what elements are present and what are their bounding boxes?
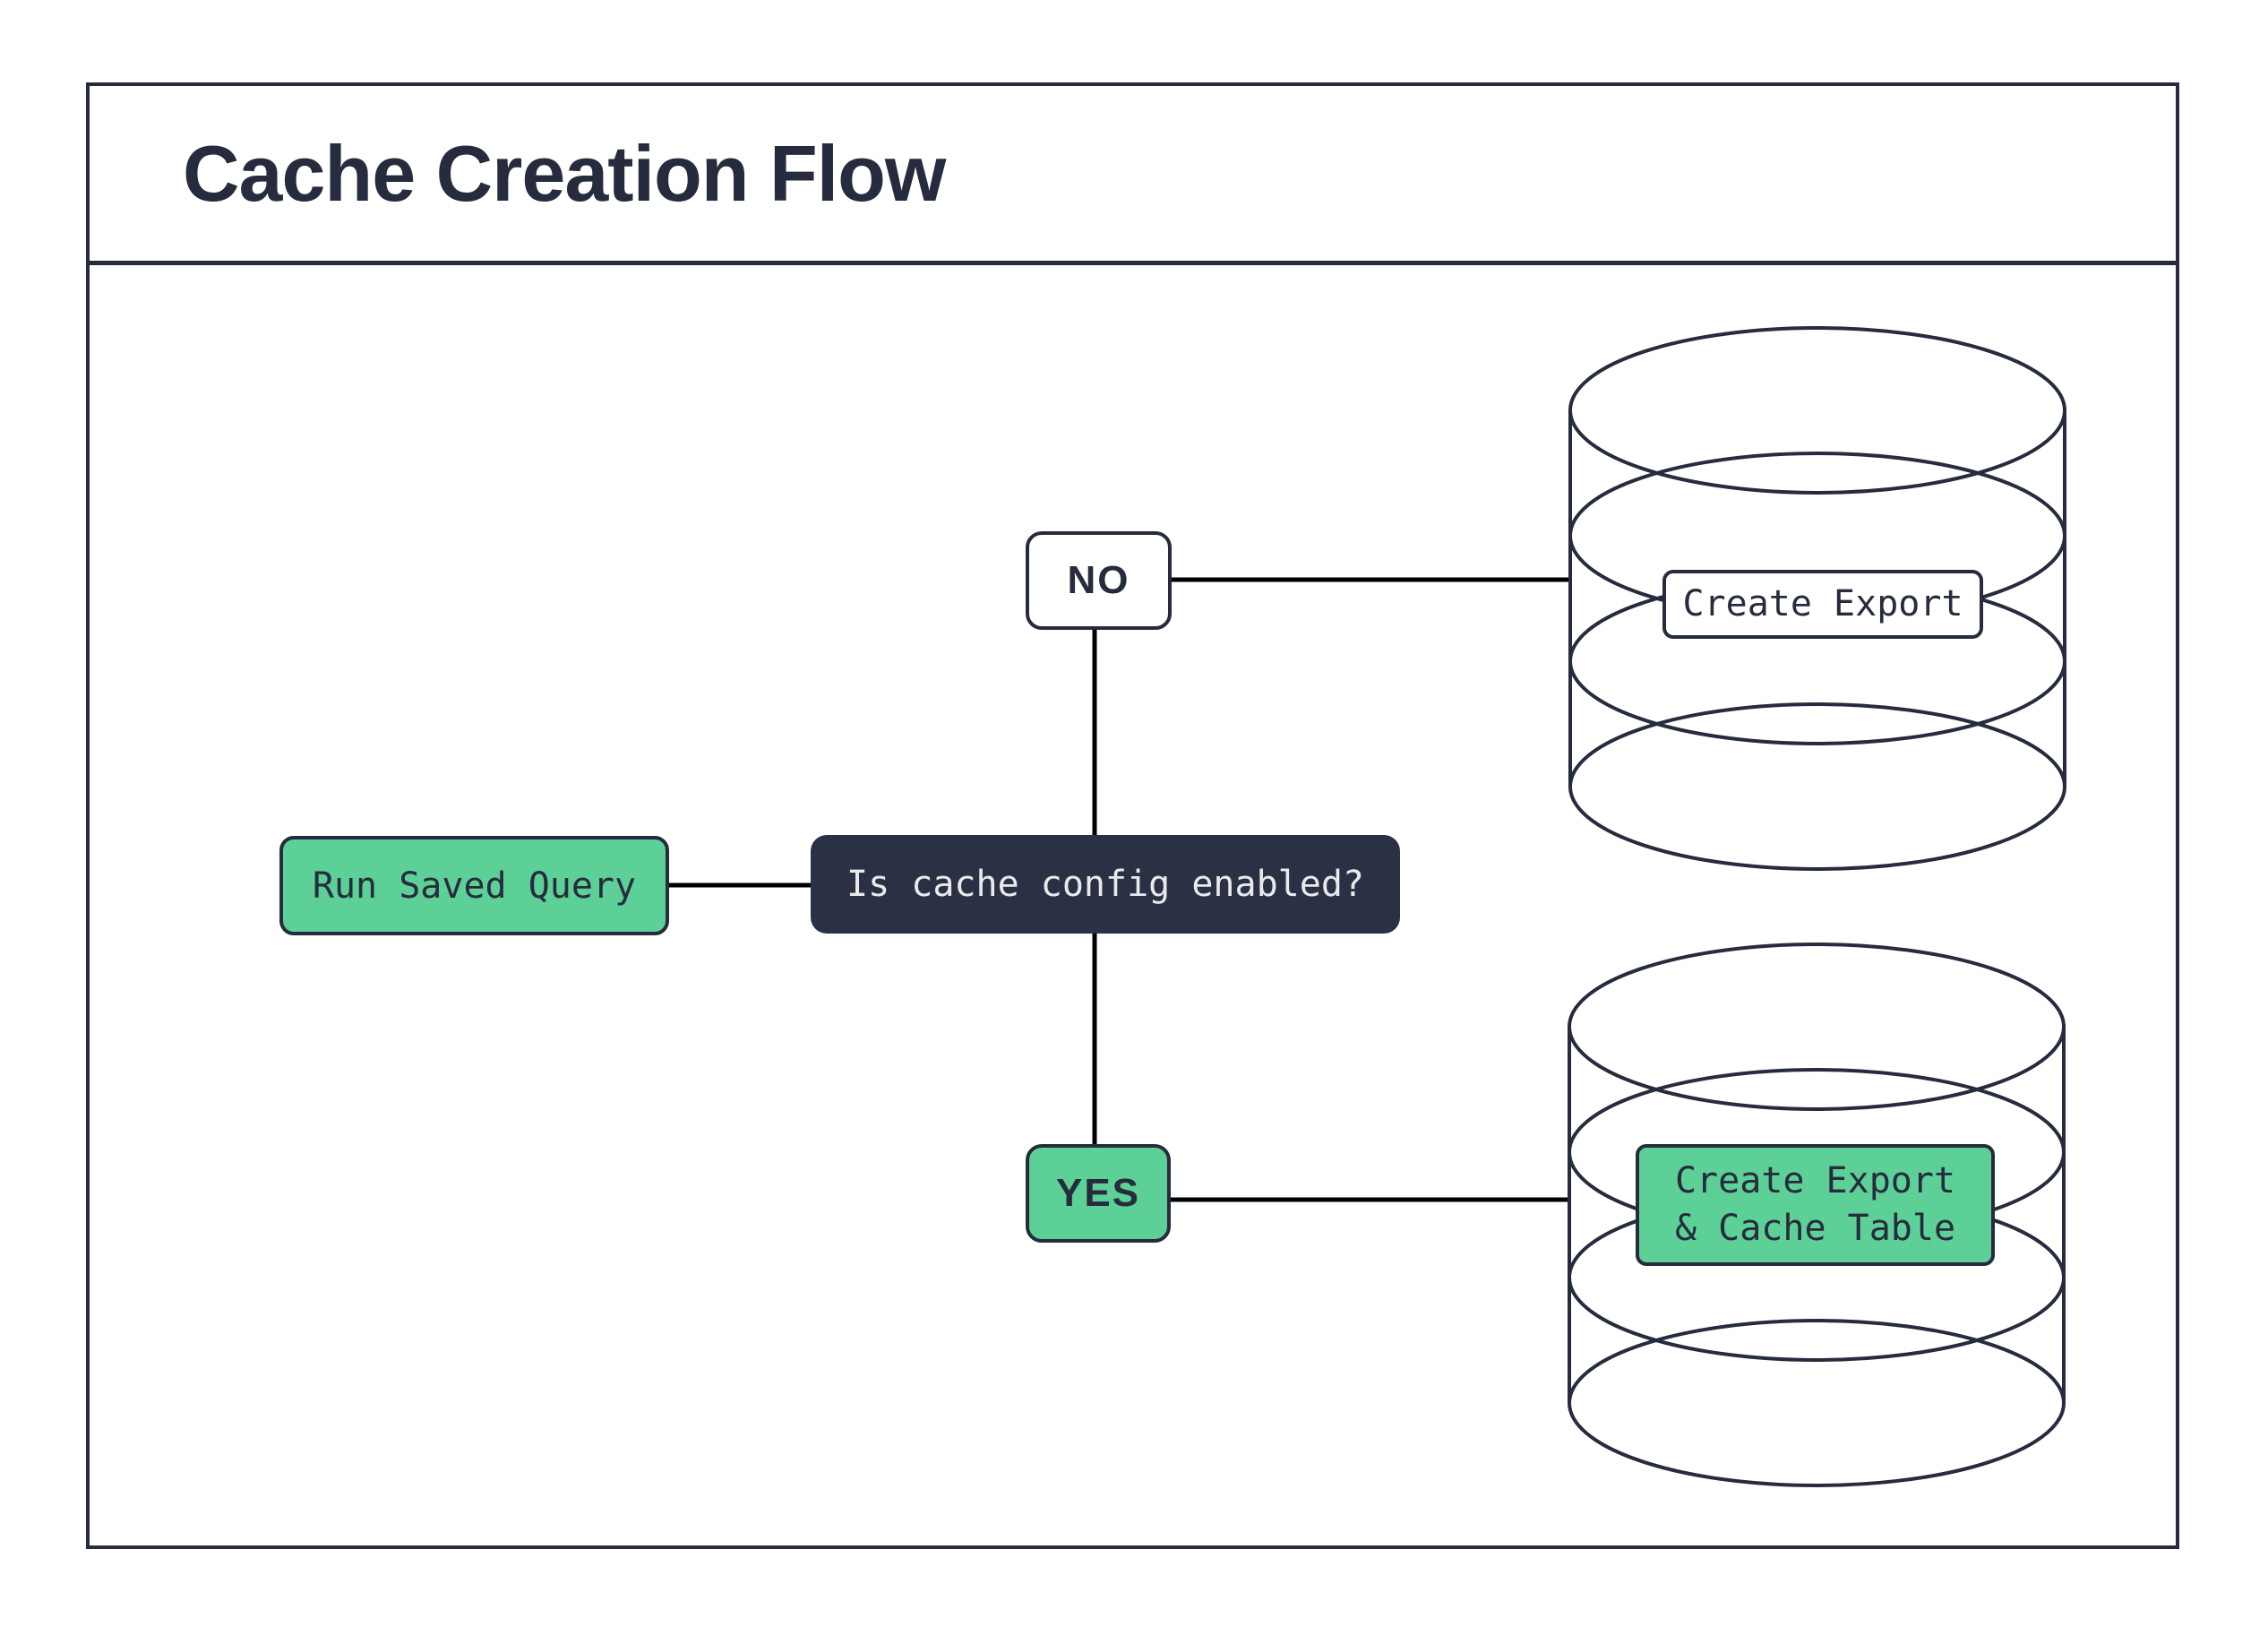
create-export-label-node: Create Export bbox=[1662, 570, 1983, 639]
cache-config-decision-label: Is cache config enabled? bbox=[846, 864, 1364, 905]
page-title: Cache Creation Flow bbox=[183, 128, 946, 218]
run-saved-query-node: Run Saved Query bbox=[279, 836, 669, 935]
create-export-cache-table-label-node: Create Export & Cache Table bbox=[1636, 1144, 1995, 1266]
database-top-icon bbox=[1568, 326, 2066, 871]
cache-config-decision-node: Is cache config enabled? bbox=[811, 835, 1400, 934]
no-branch-node: NO bbox=[1026, 531, 1172, 630]
yes-branch-label: YES bbox=[1055, 1171, 1141, 1215]
connectors bbox=[669, 577, 1570, 1202]
diagram-frame: Cache Creation Flow bbox=[86, 82, 2179, 1549]
create-export-cache-table-line1: Create Export bbox=[1674, 1160, 1956, 1202]
no-branch-label: NO bbox=[1067, 558, 1130, 602]
create-export-cache-table-line2: & Cache Table bbox=[1674, 1208, 1956, 1249]
run-saved-query-label: Run Saved Query bbox=[312, 865, 637, 907]
create-export-label: Create Export bbox=[1682, 583, 1963, 625]
diagram-header: Cache Creation Flow bbox=[90, 86, 2176, 265]
yes-branch-node: YES bbox=[1026, 1144, 1171, 1243]
